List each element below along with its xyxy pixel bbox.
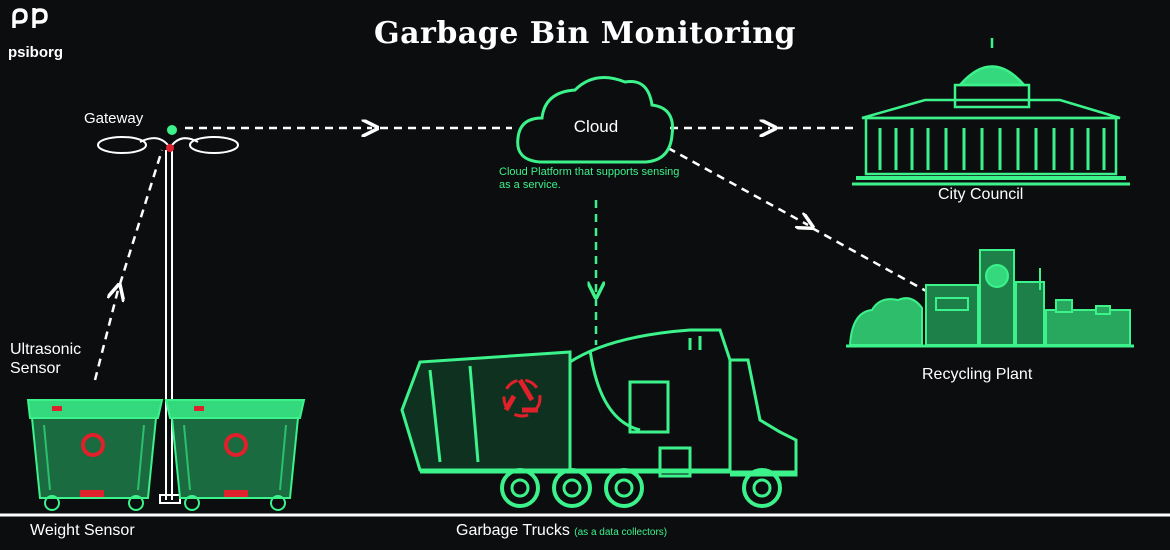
garbage-trucks-note: (as a data collectors) (574, 527, 668, 538)
recycle-symbol-icon (502, 378, 542, 418)
arrow-cloud-to-recycling (667, 146, 808, 225)
arrow-sensor-to-gateway (93, 290, 118, 381)
ultrasonic-sensor-label-line1: Ultrasonic (10, 341, 82, 358)
city-council-label: City Council (938, 186, 1024, 203)
gateway-label: Gateway (84, 110, 144, 127)
garbage-bin-icon-right (164, 399, 306, 511)
garbage-trucks-title: Garbage Trucks (456, 522, 570, 539)
city-hall-icon (852, 38, 1130, 186)
arrow-cloud-to-recycling-2 (811, 226, 929, 294)
ultrasonic-sensor-label-line2: Sensor (10, 360, 61, 377)
cloud-label: Cloud (573, 117, 619, 136)
cloud-icon (516, 76, 675, 164)
garbage-truck-icon (400, 328, 798, 508)
connection-arrows (93, 128, 929, 381)
street-lamp-gateway-icon (97, 125, 239, 504)
psiborg-logo-icon (12, 8, 48, 28)
arrow-sensor-to-gateway-2 (118, 149, 164, 285)
recycling-plant-label: Recycling Plant (922, 366, 1033, 383)
cloud-description: Cloud Platform that supports sensing as … (499, 166, 680, 191)
garbage-trucks-label: Garbage Trucks (as a data collectors) (456, 522, 667, 540)
page-title: Garbage Bin Monitoring (373, 16, 797, 51)
logo-text: psiborg (8, 44, 63, 61)
garbage-bin-icon-left (26, 399, 164, 511)
weight-sensor-label: Weight Sensor (30, 522, 135, 539)
recycling-plant-icon (846, 249, 1134, 348)
